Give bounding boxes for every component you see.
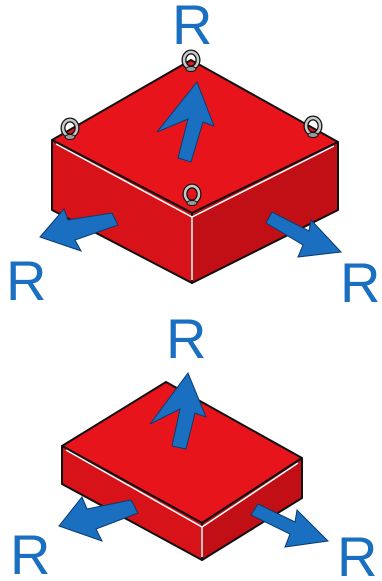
arrow-up-icon [156, 81, 215, 163]
label-front-right-bottom: R [337, 525, 377, 581]
arrow-up-icon [149, 371, 207, 450]
label-front-right-top: R [340, 251, 380, 314]
label-up-bottom: R [166, 307, 206, 370]
label-up-top: R [172, 0, 212, 56]
eyebolt-icon [181, 49, 201, 72]
arrow-down-right-icon [265, 211, 343, 258]
arrow-down-right-icon [250, 503, 330, 548]
eyebolt-icon [60, 117, 80, 140]
arrow-down-left-icon [39, 208, 119, 252]
eyebolt-icon [182, 183, 202, 206]
label-front-left-top: R [6, 249, 46, 312]
label-front-left-bottom: R [10, 523, 50, 581]
arrow-down-left-icon [58, 496, 139, 542]
eyebolt-icon [303, 115, 323, 138]
